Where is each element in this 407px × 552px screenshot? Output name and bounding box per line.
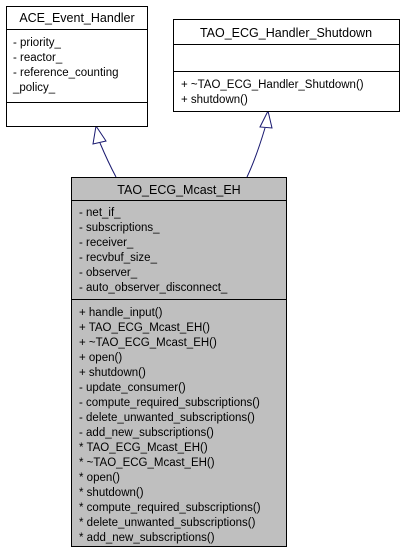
generalization-arrowhead-tao-ecg-handler-shutdown (259, 109, 273, 129)
attribute-recvbuf-size: - recvbuf_size_ (79, 252, 158, 264)
operation-item: * add_new_subscriptions() (79, 532, 215, 544)
operation-item: * delete_unwanted_subscriptions() (79, 517, 256, 529)
operation-shutdown: + shutdown() (181, 94, 248, 106)
operation-destructor: + ~TAO_ECG_Handler_Shutdown() (181, 79, 364, 91)
operation-item: + ~TAO_ECG_Mcast_EH() (79, 337, 217, 349)
operation-item: * ~TAO_ECG_Mcast_EH() (79, 457, 215, 469)
attribute-reactor: - reactor_ (13, 52, 63, 64)
attribute-net-if: - net_if_ (79, 207, 121, 219)
inheritance-edges (92, 109, 273, 178)
operation-item: + handle_input() (79, 307, 163, 319)
operation-item: * open() (79, 472, 120, 484)
attribute-subscriptions: - subscriptions_ (79, 222, 160, 234)
class-box-tao-ecg-handler-shutdown: TAO_ECG_Handler_Shutdown + ~TAO_ECG_Hand… (173, 19, 400, 112)
operation-item: * TAO_ECG_Mcast_EH() (79, 442, 208, 454)
attribute-policy-continuation: _policy_ (12, 82, 56, 94)
attribute-observer: - observer_ (79, 267, 138, 279)
inheritance-edge-ace-event-handler (99, 142, 117, 178)
class-box-ace-event-handler: ACE_Event_Handler - priority_ - reactor_… (6, 6, 148, 127)
operation-item: * compute_required_subscriptions() (79, 502, 261, 514)
attribute-list-tao-ecg-mcast-eh: - net_if_ - subscriptions_ - receiver_ -… (79, 207, 228, 294)
operation-item: - delete_unwanted_subscriptions() (79, 412, 255, 424)
attribute-receiver: - receiver_ (79, 237, 134, 249)
attribute-priority: - priority_ (13, 37, 62, 49)
operation-item: * shutdown() (79, 487, 144, 499)
operation-list-tao-ecg-mcast-eh: + handle_input() + TAO_ECG_Mcast_EH() + … (79, 307, 261, 544)
class-box-tao-ecg-mcast-eh: TAO_ECG_Mcast_EH - net_if_ - subscriptio… (71, 177, 287, 547)
inheritance-edge-tao-ecg-handler-shutdown (246, 127, 266, 178)
attribute-reference-counting: - reference_counting (13, 67, 118, 79)
operation-item: - compute_required_subscriptions() (79, 397, 260, 409)
class-title-ace-event-handler: ACE_Event_Handler (19, 11, 134, 25)
operation-item: - update_consumer() (79, 382, 186, 394)
operation-item: - add_new_subscriptions() (79, 427, 214, 439)
operation-item: + shutdown() (79, 367, 146, 379)
generalization-arrowhead-ace-event-handler (92, 124, 107, 145)
class-title-tao-ecg-handler-shutdown: TAO_ECG_Handler_Shutdown (200, 26, 372, 40)
class-title-tao-ecg-mcast-eh: TAO_ECG_Mcast_EH (117, 183, 240, 197)
operation-item: + open() (79, 352, 122, 364)
attribute-auto-observer-disconnect: - auto_observer_disconnect_ (79, 282, 228, 294)
operation-item: + TAO_ECG_Mcast_EH() (79, 322, 210, 334)
